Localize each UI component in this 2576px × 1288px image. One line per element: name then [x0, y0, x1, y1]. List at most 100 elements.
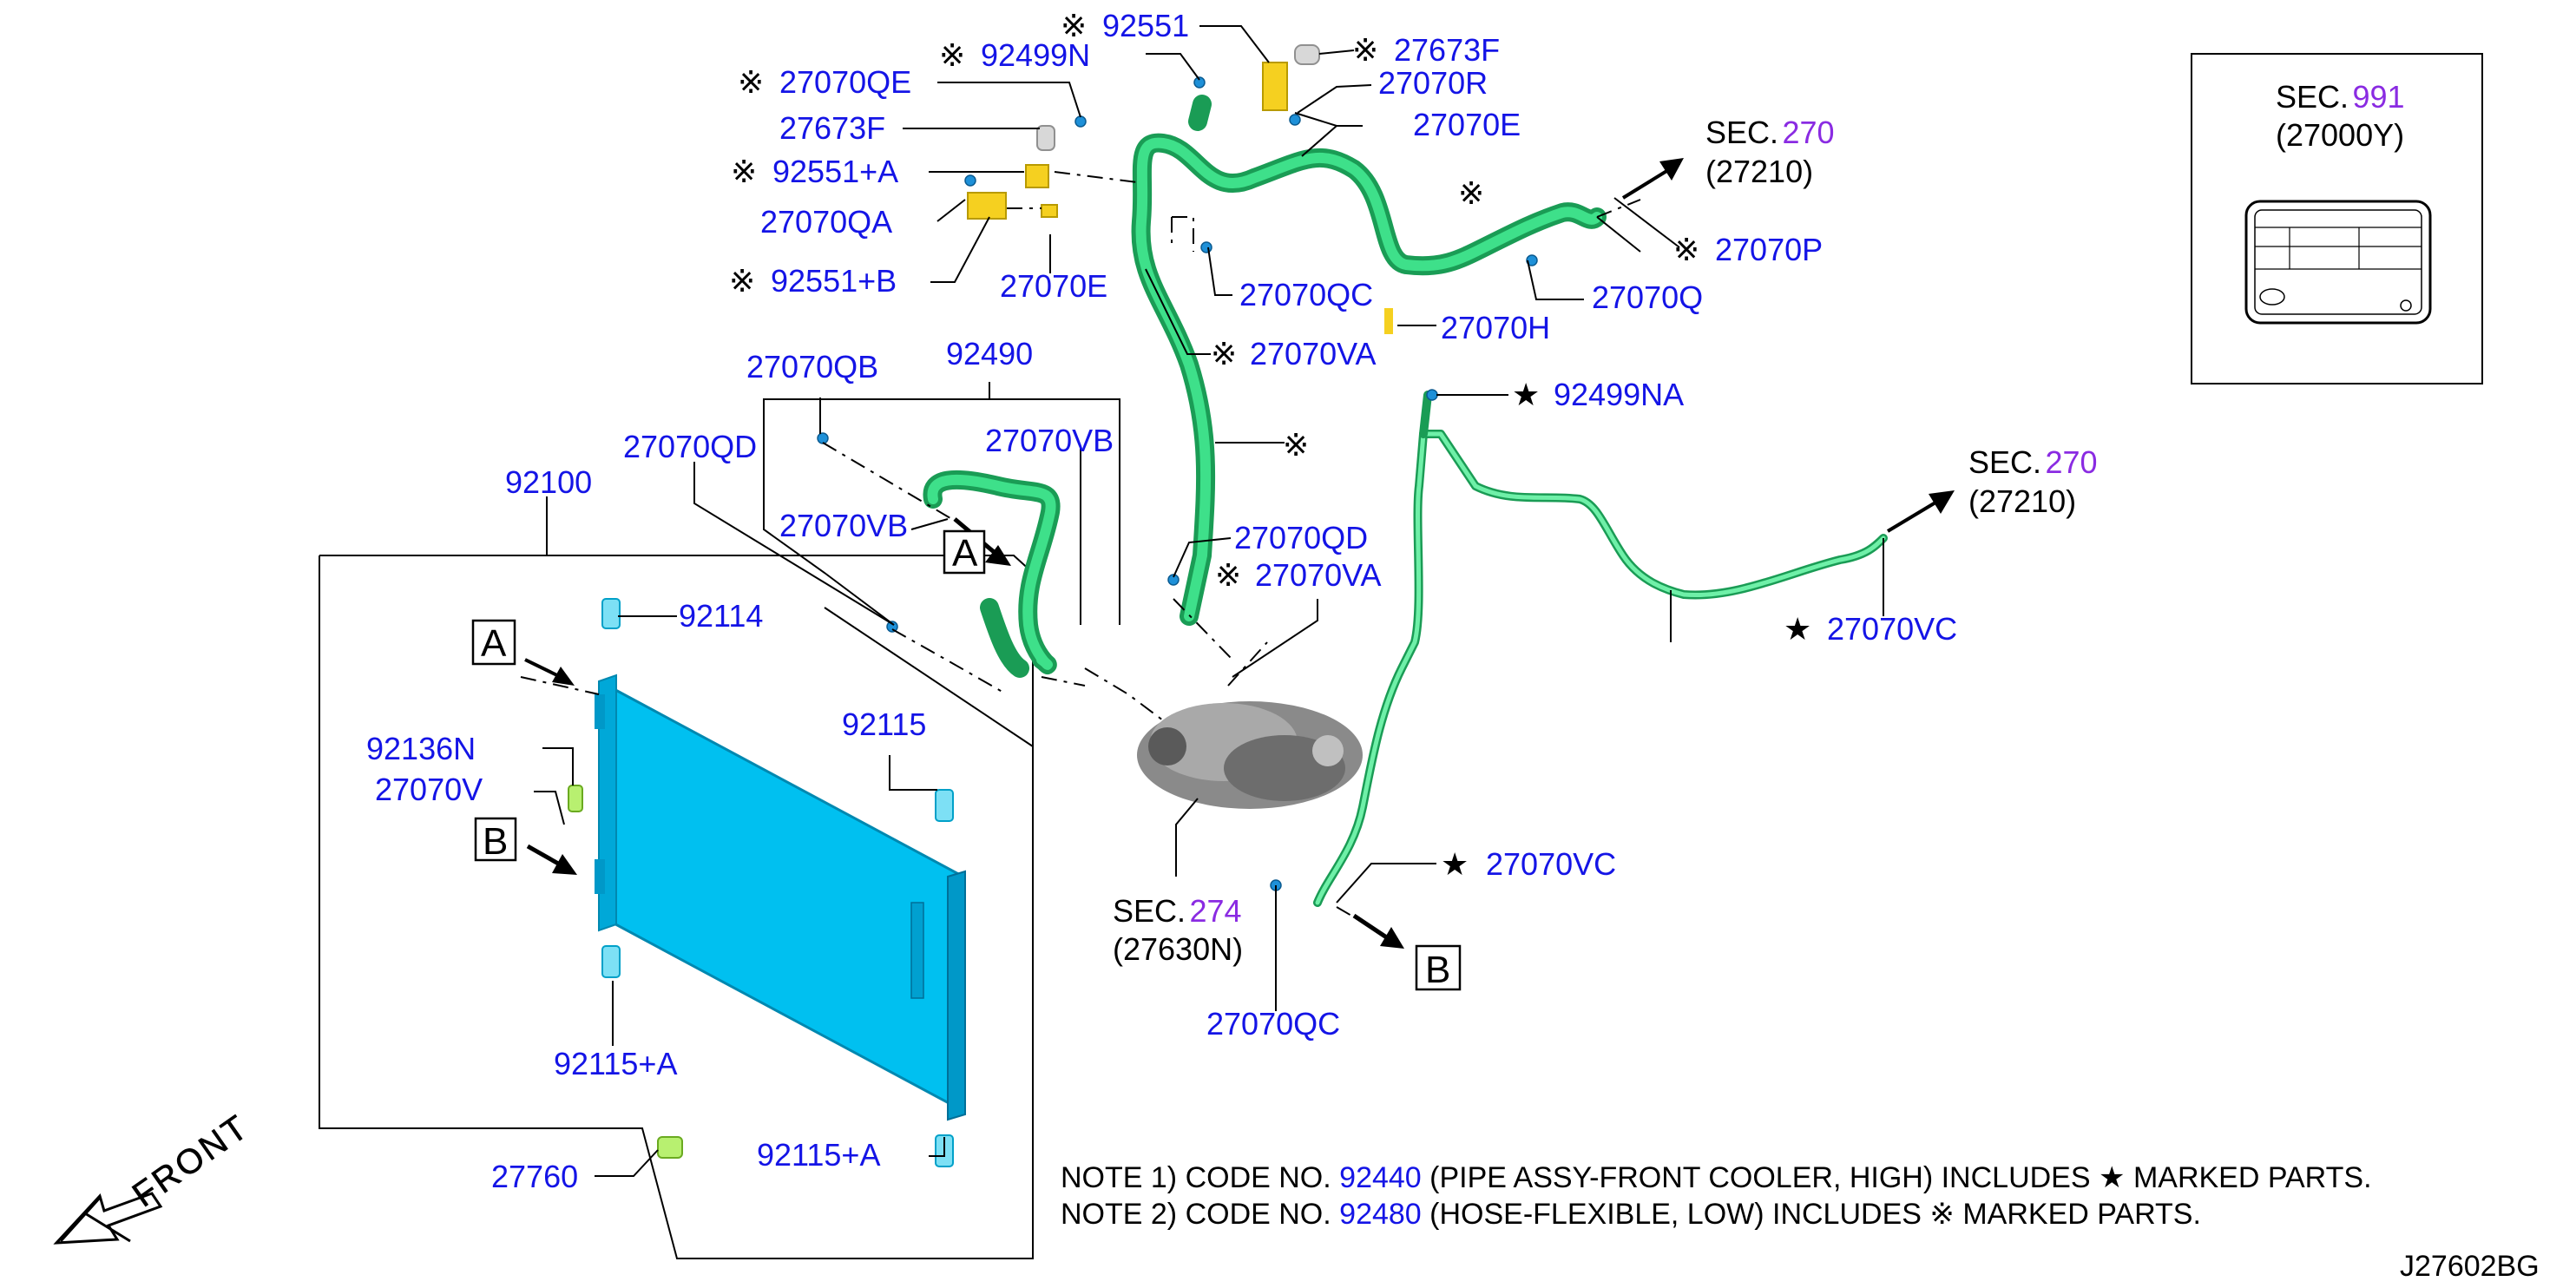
- hose-92490-end: [980, 598, 1029, 678]
- front-label: FRONT: [126, 1107, 256, 1215]
- bracket-92551a: [1025, 164, 1049, 188]
- label-plate: [2244, 200, 2432, 325]
- diagram-id: J27602BG: [2400, 1250, 2540, 1283]
- part-label-92490: 92490: [946, 336, 1033, 371]
- part-label-27070qd-left: 27070QD: [623, 429, 757, 464]
- svg-text:A: A: [952, 532, 978, 575]
- compressor: [1137, 701, 1363, 809]
- hose-top-branch: [1188, 95, 1212, 131]
- kome-92551: ※: [1061, 8, 1087, 43]
- kome-marks: ※ ※ ※ ※ ※ ※ ※ ※ ※ ※ ※: [729, 8, 1699, 593]
- pipe-high-pressure-top: [1419, 391, 1432, 438]
- svg-text:NOTE 2) CODE NO. 92480: NOTE 2) CODE NO. 92480 (HOSE-FLEXIBLE, L…: [1061, 1198, 2201, 1231]
- part-label-92114: 92114: [679, 598, 763, 634]
- part-92136N-shape: [568, 785, 583, 812]
- kome-92499n: ※: [939, 37, 965, 73]
- note-2: NOTE 2) CODE NO. 92480 (HOSE-FLEXIBLE, L…: [1061, 1198, 2201, 1231]
- part-label-27070r: 27070R: [1378, 65, 1488, 101]
- arrows: [524, 158, 1955, 949]
- hose-92490-highlight: [927, 474, 1056, 670]
- pipe-high-pressure-highlight: [1315, 431, 1886, 905]
- part-27760-shape: [657, 1136, 683, 1159]
- kome-hose-top: ※: [1458, 175, 1484, 211]
- part-label-27673f-top: 27673F: [1394, 32, 1500, 68]
- svg-text:NOTE 1) CODE NO. 92440: NOTE 1) CODE NO. 92440 (PIPE ASSY-FRONT …: [1061, 1161, 2372, 1194]
- sec-270-top: SEC. 270 (27210): [1705, 115, 1835, 189]
- part-label-27673f-left: 27673F: [779, 110, 885, 146]
- part-label-27070qc-bottom: 27070QC: [1206, 1006, 1340, 1042]
- part-label-92115a-right: 92115+A: [757, 1137, 880, 1173]
- condenser-group-outline: [319, 555, 1034, 1259]
- kome-92551b: ※: [729, 263, 755, 299]
- part-label-27070qa: 27070QA: [760, 204, 892, 240]
- part-label-27070e-bottom: 27070E: [1000, 268, 1107, 304]
- part-label-27070vc-bottom: 27070VC: [1486, 846, 1616, 882]
- mount-92115: [935, 789, 954, 822]
- bracket-27070qa: [967, 192, 1007, 220]
- star-92499na: ★: [1512, 377, 1540, 412]
- part-label-92115a-left: 92115+A: [554, 1046, 677, 1081]
- svg-text:A: A: [481, 622, 507, 665]
- fitting-27673f-top: [1294, 44, 1320, 65]
- kome-hose-mid: ※: [1283, 427, 1309, 463]
- part-label-27070qd-right: 27070QD: [1234, 520, 1368, 555]
- svg-text:SEC. 270: SEC. 270: [1705, 115, 1835, 150]
- part-label-92115: 92115: [842, 706, 926, 742]
- dashed-connections: [520, 171, 1641, 938]
- part-label-27070h: 27070H: [1441, 310, 1550, 345]
- ref-box-a-main: A: [943, 529, 986, 575]
- svg-text:SEC. 991: SEC. 991: [2276, 79, 2405, 115]
- part-label-27070va-bottom: 27070VA: [1255, 557, 1381, 593]
- star-marks: ★ ★ ★: [1441, 377, 1811, 882]
- hose-low-pressure-highlight: [1135, 137, 1602, 621]
- leader-lines: [534, 25, 2275, 1177]
- kome-27070va-a: ※: [1211, 336, 1237, 371]
- part-label-27070qc-top: 27070QC: [1239, 277, 1373, 312]
- part-label-92499n: 92499N: [981, 37, 1090, 73]
- kome-27070qe: ※: [738, 64, 764, 100]
- ref-box-b-condenser: B: [474, 817, 517, 863]
- svg-text:(27000Y): (27000Y): [2276, 117, 2404, 153]
- mount-92114: [601, 598, 621, 629]
- sec-270-right: SEC. 270 (27210): [1968, 444, 2098, 519]
- svg-text:(27210): (27210): [1705, 154, 1813, 189]
- bracket-27070e: [1041, 204, 1058, 218]
- ref-box-b-pipe: B: [1415, 944, 1462, 991]
- kome-27070va-b: ※: [1215, 557, 1241, 593]
- bracket-92551-top: [1262, 62, 1288, 111]
- part-label-92100: 92100: [505, 464, 592, 500]
- svg-text:SEC. 270: SEC. 270: [1968, 444, 2098, 480]
- part-label-92136n: 92136N: [366, 731, 476, 766]
- sec-274: SEC. 274 (27630N): [1113, 893, 1243, 967]
- part-label-27070vb-top: 27070VB: [985, 423, 1114, 458]
- part-label-27070e-top: 27070E: [1413, 107, 1521, 142]
- part-label-92551a: 92551+A: [772, 154, 898, 189]
- part-label-27070q: 27070Q: [1592, 279, 1703, 315]
- svg-text:B: B: [483, 820, 508, 863]
- part-label-27070qe: 27070QE: [779, 64, 911, 100]
- kome-92551a: ※: [731, 154, 757, 189]
- svg-text:SEC. 274: SEC. 274: [1113, 893, 1242, 929]
- part-label-27070vc-right: 27070VC: [1827, 611, 1957, 647]
- star-27070vc-b: ★: [1441, 846, 1469, 882]
- svg-text:(27210): (27210): [1968, 483, 2076, 519]
- part-label-92551: 92551: [1102, 8, 1189, 43]
- kome-27070p: ※: [1673, 232, 1699, 267]
- part-label-27070vb-left: 27070VB: [779, 508, 908, 543]
- part-label-27070qb: 27070QB: [746, 349, 878, 384]
- part-label-92499na: 92499NA: [1554, 377, 1684, 412]
- part-label-27070va-top: 27070VA: [1250, 336, 1376, 371]
- condenser: [595, 674, 966, 1121]
- front-indicator: FRONT: [53, 1107, 257, 1245]
- clip-27070h: [1384, 308, 1393, 334]
- part-label-27760: 27760: [491, 1159, 578, 1194]
- part-label-92551b: 92551+B: [771, 263, 897, 299]
- sec-991-box: SEC. 991 (27000Y): [2191, 53, 2483, 384]
- svg-text:(27630N): (27630N): [1113, 931, 1243, 967]
- part-label-27070v: 27070V: [375, 772, 483, 807]
- part-label-27070p: 27070P: [1715, 232, 1823, 267]
- note-1: NOTE 1) CODE NO. 92440 (PIPE ASSY-FRONT …: [1061, 1161, 2372, 1194]
- bolts: [817, 76, 1538, 891]
- condenser-group-diagonal: [824, 607, 1034, 747]
